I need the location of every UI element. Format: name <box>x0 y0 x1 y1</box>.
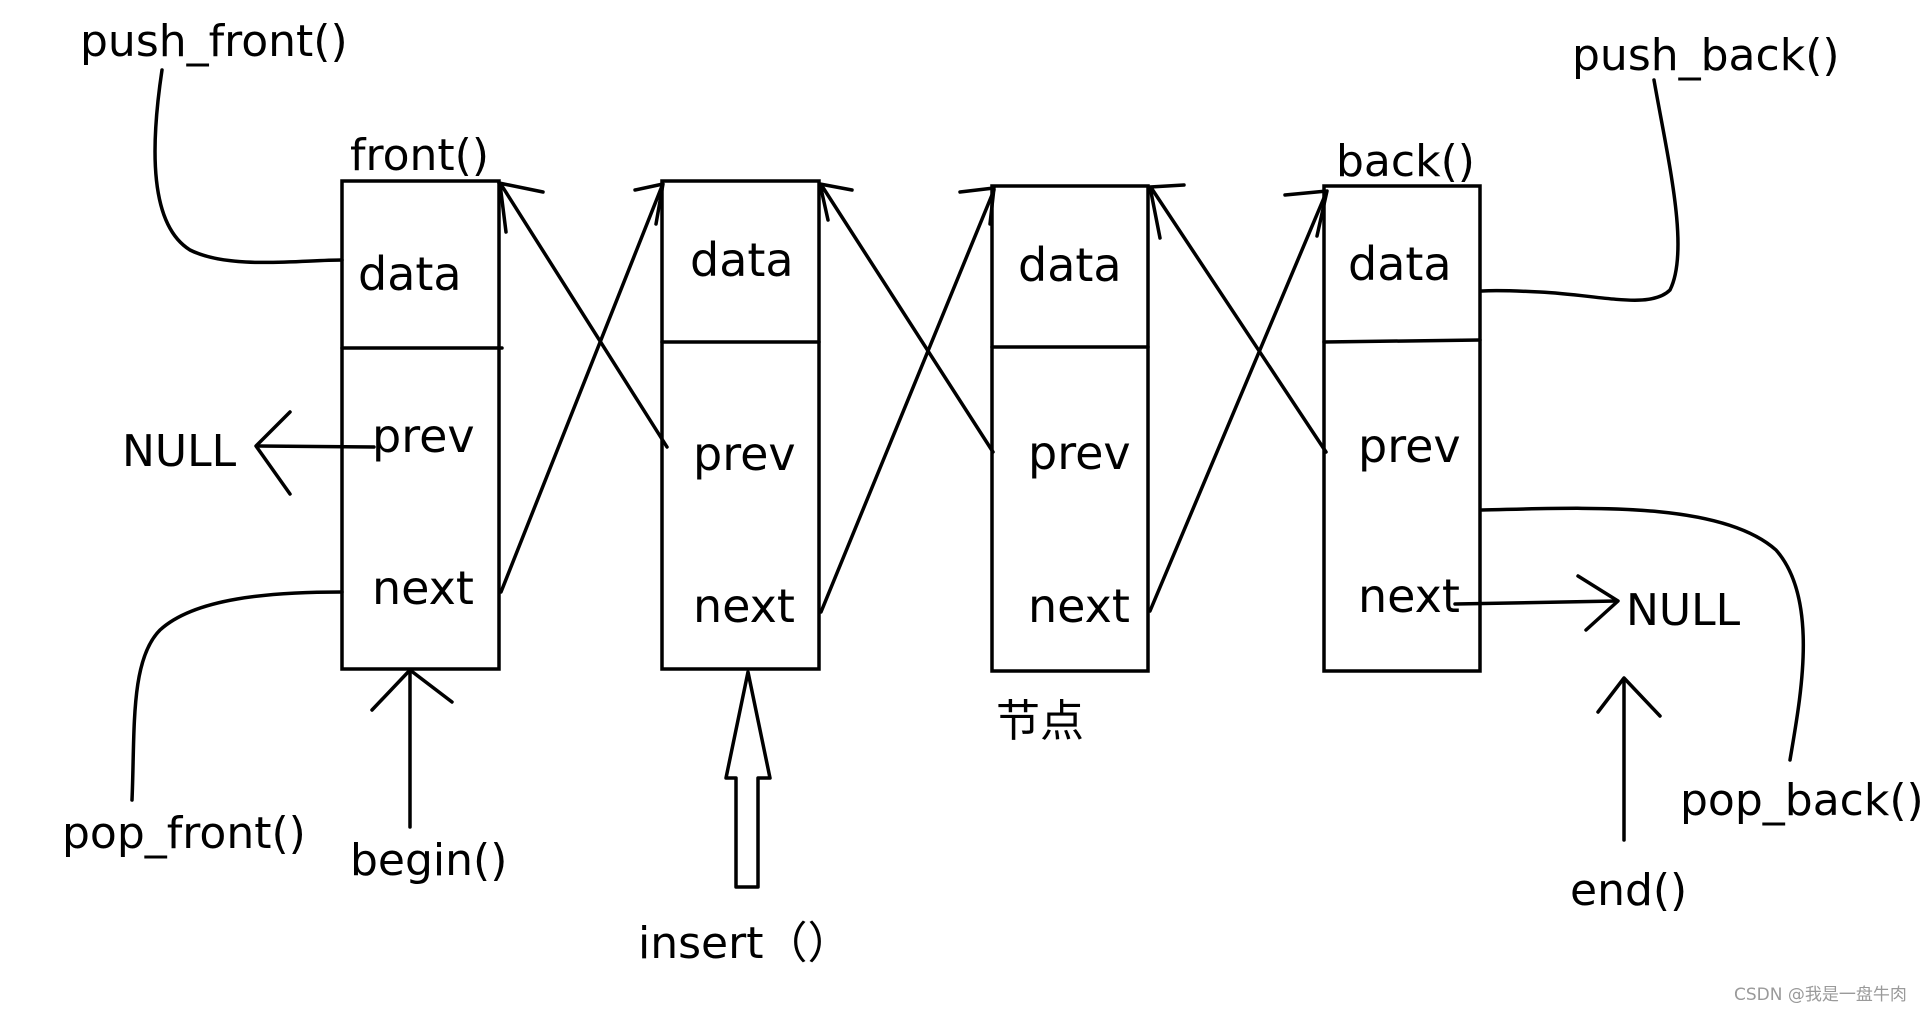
null-left-pointer: NULL <box>122 410 376 496</box>
node-2-box <box>660 179 821 671</box>
arrowhead-3-to-4 <box>1283 189 1329 238</box>
node-2: data prev next <box>660 179 821 671</box>
begin-label: begin() <box>350 835 507 886</box>
insert-hollow-arrow <box>724 670 772 889</box>
arrowhead-1-to-2 <box>633 182 665 226</box>
node-2-prev-field: prev <box>693 427 796 481</box>
begin-annotation: begin() <box>350 668 507 886</box>
null-left-line <box>256 444 376 449</box>
null-left-label: NULL <box>122 426 237 477</box>
node-4: data prev next <box>1322 184 1482 673</box>
prev-link-2-to-1 <box>500 184 669 449</box>
node-1-data-field: data <box>358 247 462 301</box>
node-3-data-field: data <box>1018 238 1122 292</box>
push-back-curve <box>1480 78 1680 302</box>
null-left-arrowhead <box>254 410 292 496</box>
pop-back-curve <box>1480 506 1805 762</box>
arrowhead-2-to-1 <box>497 181 545 234</box>
insert-label: insert（） <box>638 918 851 969</box>
next-link-3-to-4 <box>1148 191 1328 613</box>
pop-front-annotation: pop_front() <box>62 590 344 859</box>
node-4-prev-field: prev <box>1358 419 1461 473</box>
begin-arrowhead <box>370 668 454 712</box>
push-front-label: push_front() <box>80 16 348 67</box>
node-3-next-field: next <box>1028 579 1130 633</box>
arrowhead-4-to-3 <box>1148 183 1186 240</box>
prev-link-3-to-2 <box>820 184 995 454</box>
end-annotation: end() <box>1570 676 1687 916</box>
node-2-data-field: data <box>690 233 794 287</box>
node-1-prev-field: prev <box>372 409 475 463</box>
null-right-pointer: NULL <box>1453 574 1741 636</box>
back-label: back() <box>1336 136 1475 187</box>
node-4-next-field: next <box>1358 569 1460 623</box>
next-link-1-to-2 <box>499 184 664 594</box>
node-3: data prev next <box>990 184 1150 673</box>
node-1: data prev next <box>340 179 504 671</box>
next-link-2-to-3 <box>819 188 996 614</box>
push-front-annotation: push_front() <box>80 16 348 265</box>
node-4-divider <box>1322 338 1482 344</box>
prev-link-4-to-3 <box>1150 187 1328 454</box>
node-4-box <box>1322 184 1482 673</box>
node-links <box>497 181 1329 614</box>
watermark: CSDN @我是一盘牛肉 <box>1734 985 1907 1005</box>
null-right-line <box>1453 599 1618 606</box>
pop-front-label: pop_front() <box>62 808 306 859</box>
null-right-arrowhead <box>1576 574 1620 632</box>
end-arrowhead <box>1596 676 1662 718</box>
node-2-next-field: next <box>693 579 795 633</box>
arrowhead-3-to-2 <box>818 182 854 222</box>
null-right-label: NULL <box>1626 585 1741 636</box>
node-1-box <box>340 179 501 671</box>
node-3-prev-field: prev <box>1028 426 1131 480</box>
push-back-annotation: push_back() <box>1480 30 1840 302</box>
node-3-box <box>990 184 1150 673</box>
node-caption: 节点 <box>996 696 1084 747</box>
node-1-next-field: next <box>372 561 474 615</box>
end-label: end() <box>1570 865 1687 916</box>
push-back-label: push_back() <box>1572 30 1840 81</box>
pop-back-label: pop_back() <box>1680 775 1924 826</box>
front-label: front() <box>350 130 489 181</box>
arrowhead-2-to-3 <box>958 186 996 226</box>
pop-front-curve <box>130 590 344 802</box>
insert-annotation: insert（） <box>638 670 851 969</box>
node-4-data-field: data <box>1348 237 1452 291</box>
pop-back-annotation: pop_back() <box>1480 506 1924 826</box>
push-front-curve <box>153 68 344 265</box>
